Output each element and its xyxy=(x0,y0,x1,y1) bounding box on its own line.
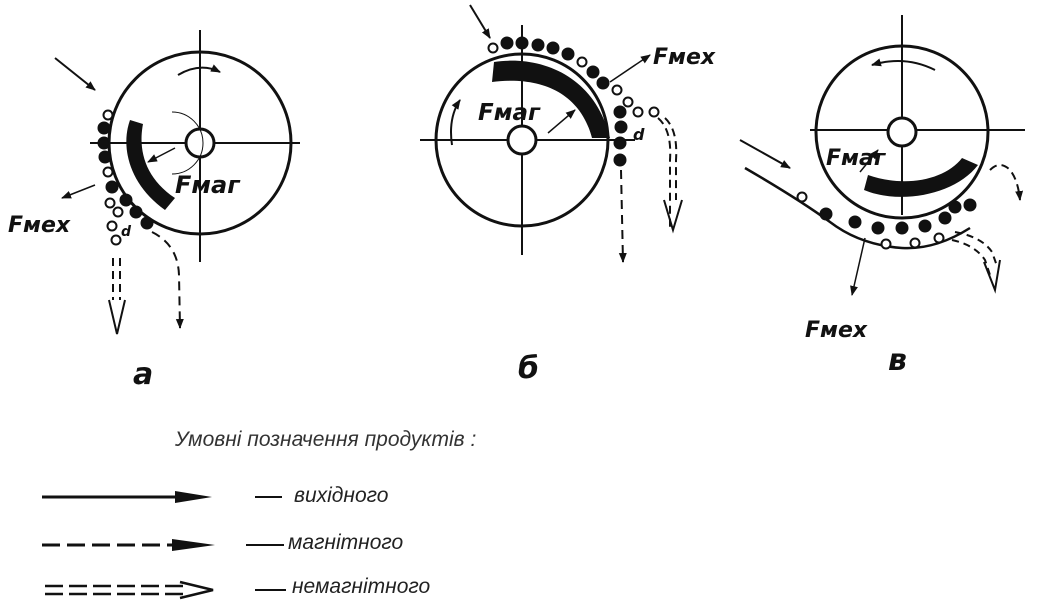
diagram-letter: а xyxy=(133,357,153,392)
feed-arrow xyxy=(469,4,491,39)
non-magnetic-arrow xyxy=(657,117,672,228)
mag-force-arrow xyxy=(859,149,879,173)
legend-title: Умовні позначення продуктів : xyxy=(175,428,477,451)
mag-force-label: Fмаг xyxy=(478,100,541,126)
magnetic-system xyxy=(126,120,175,210)
magnetic-system xyxy=(492,60,610,138)
mech-force-label: Fмех xyxy=(805,318,868,343)
diagram-b: Fмаг Fмех d б xyxy=(420,4,716,386)
diagram-letter: в xyxy=(888,343,907,378)
diagram-c: Fмаг Fмех в xyxy=(739,15,1025,378)
legend-arrows xyxy=(42,491,286,600)
magnetic-arrow xyxy=(618,169,627,263)
shaft xyxy=(506,124,538,156)
drum xyxy=(434,52,610,228)
chute xyxy=(744,166,971,250)
mag-force-label: Fмаг xyxy=(175,171,241,199)
drum xyxy=(814,44,990,220)
rotation-arrow xyxy=(177,64,221,76)
magnetic-arrow xyxy=(151,231,184,329)
mech-force-label: Fмех xyxy=(653,45,716,70)
legend-label-magnetic: магнітного xyxy=(288,531,404,554)
non-magnetic-arrow xyxy=(108,299,126,335)
mag-force-label: Fмаг xyxy=(826,146,887,171)
inner-arc xyxy=(171,111,204,175)
diagram-letter: б xyxy=(518,351,539,386)
legend-label-non-magnetic: немагнітного xyxy=(292,575,431,598)
shaft xyxy=(886,116,918,148)
legend-label-input: вихідного xyxy=(294,484,389,507)
rotation-arrow xyxy=(871,58,936,71)
mag-force-arrow xyxy=(547,109,576,134)
feed-arrow xyxy=(54,57,96,91)
particles xyxy=(97,109,154,246)
particles xyxy=(796,191,977,250)
shaft xyxy=(184,127,216,159)
rotation-arrow xyxy=(450,99,461,146)
mech-force-label: Fмех xyxy=(8,213,71,238)
mech-force-arrow xyxy=(61,184,96,199)
mech-force-arrow xyxy=(850,237,866,296)
non-magnetic-arrow xyxy=(951,239,991,276)
diagram-a: Fмаг Fмех d а xyxy=(8,30,300,392)
mech-force-arrow xyxy=(609,54,651,83)
mag-force-arrow xyxy=(147,147,176,163)
magnetic-arrow xyxy=(989,164,1024,201)
d-label: d xyxy=(121,224,132,240)
feed-arrow xyxy=(739,139,791,169)
particles xyxy=(487,36,660,167)
magnetic-system xyxy=(864,158,978,197)
d-label: d xyxy=(633,125,645,144)
